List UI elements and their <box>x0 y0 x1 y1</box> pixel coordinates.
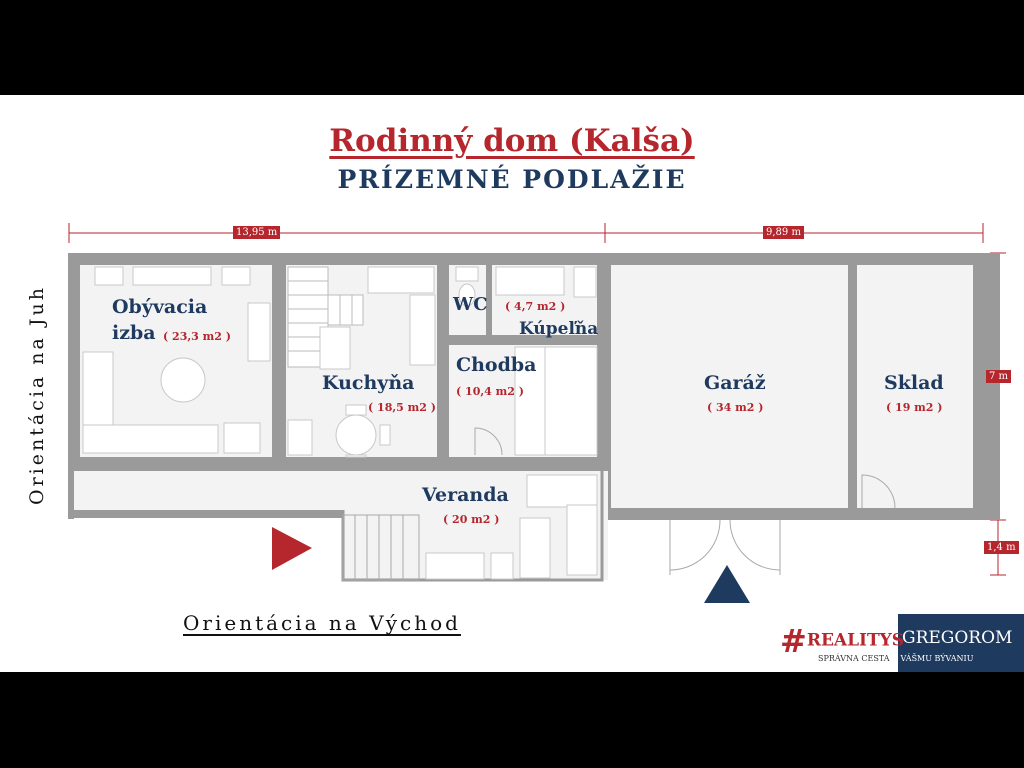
dimension-width-right: 9,89 m <box>763 226 804 239</box>
orientation-south-label: Orientácia na Juh <box>26 285 48 505</box>
room-storage-area: ( 19 m2 ) <box>886 401 943 414</box>
dimension-veranda-depth: 1,4 m <box>984 541 1019 554</box>
room-hallway-area: ( 10,4 m2 ) <box>456 385 524 398</box>
room-living-area: ( 23,3 m2 ) <box>163 330 231 343</box>
logo-part2: GREGOROM <box>902 628 1013 648</box>
plan-title: Rodinný dom (Kalša) <box>329 123 695 159</box>
room-living-name-2: izba <box>112 322 156 344</box>
room-storage-name: Sklad <box>884 372 944 394</box>
room-kitchen-name: Kuchyňa <box>322 372 415 394</box>
logo-tagline-a: SPRÁVNA CESTA <box>818 654 890 663</box>
east-arrow-icon <box>272 527 312 570</box>
veranda-stairs <box>342 514 420 581</box>
floor-plan-page: Rodinný dom (Kalša) PRÍZEMNÉ PODLAŽIE <box>0 95 1024 672</box>
walls <box>68 253 1000 520</box>
interior-stairs <box>287 266 364 368</box>
room-bathroom-name: Kúpeľňa <box>519 319 599 339</box>
logo-part1: REALITYS <box>806 630 905 651</box>
room-garage-area: ( 34 m2 ) <box>707 401 764 414</box>
orientation-east-label: Orientácia na Východ <box>183 611 461 635</box>
door-swings <box>474 427 896 575</box>
plan-subtitle: PRÍZEMNÉ PODLAŽIE <box>337 165 687 194</box>
room-veranda-area: ( 20 m2 ) <box>443 513 500 526</box>
room-wc-name: WC <box>453 294 488 315</box>
logo-hash: # <box>780 622 807 660</box>
north-arrow-icon <box>704 565 750 603</box>
room-bathroom-area: ( 4,7 m2 ) <box>505 300 566 313</box>
room-living-name-1: Obývacia <box>112 296 208 318</box>
floor-plan-drawing <box>68 223 1006 603</box>
dimension-width-left: 13,95 m <box>233 226 281 239</box>
room-garage-name: Garáž <box>704 372 766 394</box>
dimension-depth: 7 m <box>986 370 1012 383</box>
room-hallway-name: Chodba <box>456 354 537 376</box>
logo-box <box>898 614 1024 672</box>
agency-logo: #REALITYS GREGOROM SPRÁVNA CESTA K VÁŠMU… <box>770 612 1024 672</box>
logo-tagline-b: K VÁŠMU BÝVANIU <box>892 654 974 663</box>
room-kitchen-area: ( 18,5 m2 ) <box>368 401 436 414</box>
furniture <box>82 266 598 580</box>
room-veranda-name: Veranda <box>422 484 509 506</box>
